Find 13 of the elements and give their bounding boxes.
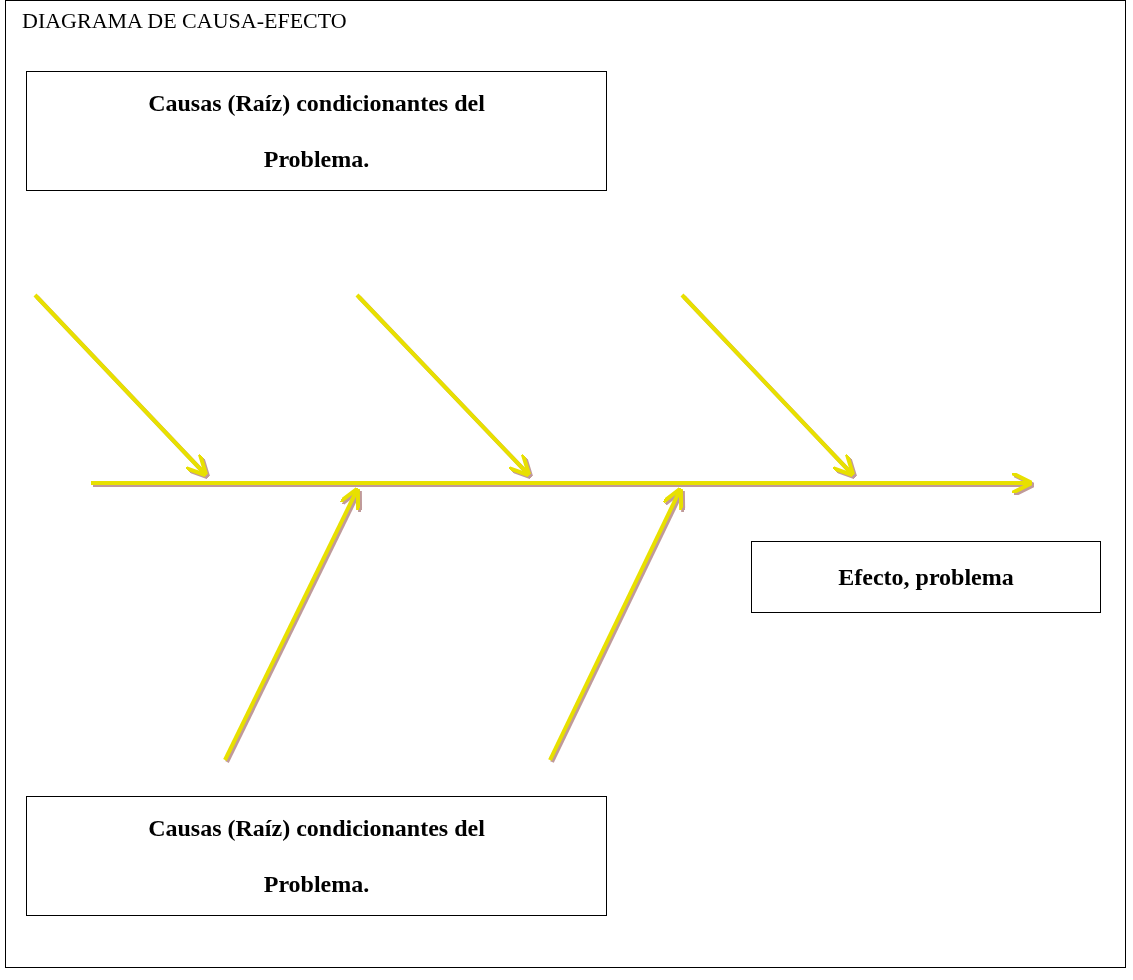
box-label: Causas (Raíz) condicionantes del Problema. <box>147 89 486 174</box>
arrow <box>680 293 856 478</box>
arrow <box>223 486 361 761</box>
arrow <box>355 293 532 478</box>
spine-arrow <box>89 475 1034 491</box>
arrow <box>33 293 209 478</box>
text-box <box>26 796 607 916</box>
text-box <box>751 541 1101 613</box>
box-label: Causas (Raíz) condicionantes del Problema. <box>147 814 486 899</box>
box-label: Efecto, problema <box>837 563 1015 592</box>
arrow <box>548 486 684 761</box>
text-box <box>26 71 607 191</box>
diagram-title: DIAGRAMA DE CAUSA-EFECTO <box>22 8 347 34</box>
